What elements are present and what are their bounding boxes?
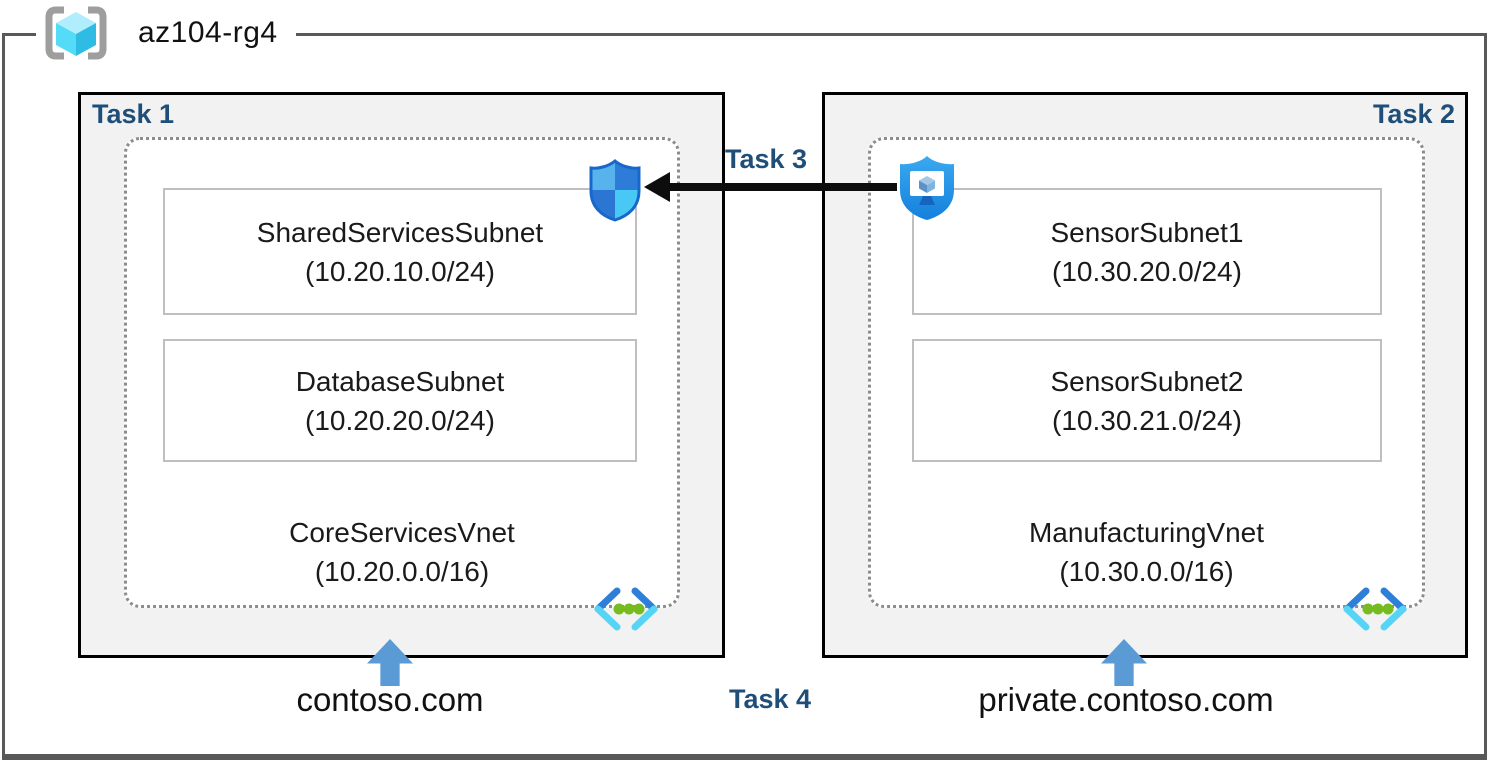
network-security-group-icon (589, 159, 641, 222)
virtual-network-icon (1343, 587, 1407, 631)
task4-label: Task 4 (728, 684, 812, 714)
vnet-cidr: (10.20.0.0/16) (314, 556, 490, 587)
virtual-network-icon (594, 587, 658, 631)
task3-arrow-head (644, 172, 670, 202)
subnet-cidr: (10.30.20.0/24) (1052, 255, 1242, 287)
bastion-icon (900, 156, 954, 220)
coreservices-vnet-label: CoreServicesVnet (10.20.0.0/16) (124, 513, 680, 591)
task2-label: Task 2 (1372, 99, 1455, 129)
subnet-cidr: (10.30.21.0/24) (1052, 404, 1242, 436)
resource-group-label: az104-rg4 (138, 16, 278, 49)
resource-group-legend: az104-rg4 (36, 2, 296, 64)
vnet-name: CoreServicesVnet (289, 517, 515, 548)
subnet-name: SensorSubnet2 (1050, 365, 1244, 397)
task3-arrow-shaft (666, 183, 897, 191)
subnet-name: DatabaseSubnet (295, 365, 505, 397)
vnet-name: ManufacturingVnet (1028, 517, 1265, 548)
dns-zone-label-contoso: contoso.com (296, 681, 484, 718)
subnet-box-sharedservices: SharedServicesSubnet (10.20.10.0/24) (163, 188, 637, 315)
subnet-name: SensorSubnet1 (1050, 216, 1244, 248)
resource-group-icon (45, 6, 107, 60)
subnet-box-database: DatabaseSubnet (10.20.20.0/24) (163, 339, 637, 462)
vnet-cidr: (10.30.0.0/16) (1059, 556, 1234, 587)
subnet-box-sensor1: SensorSubnet1 (10.30.20.0/24) (912, 188, 1382, 315)
dns-zone-label-private-contoso: private.contoso.com (978, 681, 1274, 718)
subnet-cidr: (10.20.10.0/24) (305, 255, 495, 287)
task3-label: Task 3 (724, 144, 808, 174)
manufacturing-vnet-label: ManufacturingVnet (10.30.0.0/16) (868, 513, 1425, 591)
subnet-cidr: (10.20.20.0/24) (305, 404, 495, 436)
subnet-name: SharedServicesSubnet (256, 216, 544, 248)
task1-label: Task 1 (92, 99, 175, 129)
subnet-box-sensor2: SensorSubnet2 (10.30.21.0/24) (912, 339, 1382, 462)
